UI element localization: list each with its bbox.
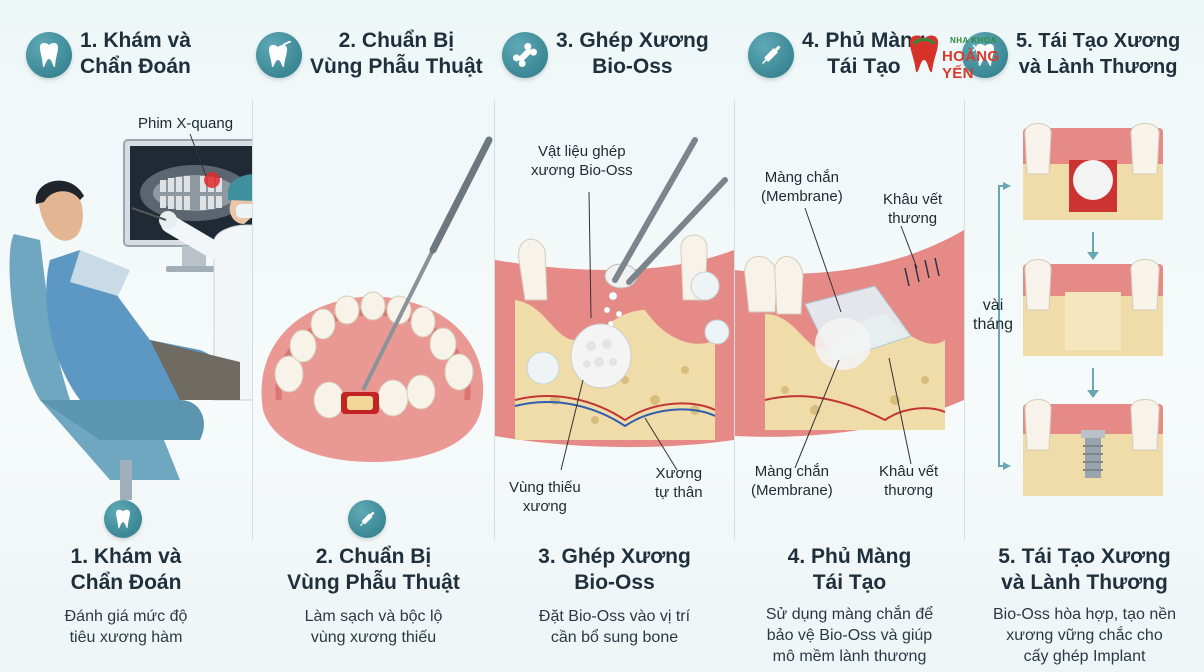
membrane-bottom-label: Màng chắn(Membrane): [751, 463, 833, 499]
xray-label: Phim X-quang: [138, 115, 234, 132]
membrane-top-label: Màng chắn(Membrane): [761, 169, 843, 205]
healing-stage-2: [1023, 259, 1163, 356]
logo-line2: HOÀNG YẾN: [942, 48, 1000, 82]
column-divider: [494, 100, 495, 540]
tooth-repair-icon: [962, 32, 1008, 78]
syringe-icon: [348, 500, 386, 538]
syringe-icon: [748, 32, 794, 78]
healing-stage-3: [1023, 399, 1163, 496]
column-divider: [252, 100, 253, 540]
healing-stage-1: [1023, 123, 1163, 220]
clinic-logo: NHA KHOA HOÀNG YẾN: [902, 30, 1030, 82]
column-divider: [734, 100, 735, 540]
tooth-scalpel-icon: [256, 32, 302, 78]
column-divider: [964, 100, 965, 540]
tooth-icon: [104, 500, 142, 538]
logo-line1: NHA KHOA: [950, 36, 997, 45]
step-2-illustration: [253, 100, 494, 540]
step-1-illustration: Phim X-quang: [0, 100, 283, 540]
bone-icon: [502, 32, 548, 78]
tooth-icon: [26, 32, 72, 78]
